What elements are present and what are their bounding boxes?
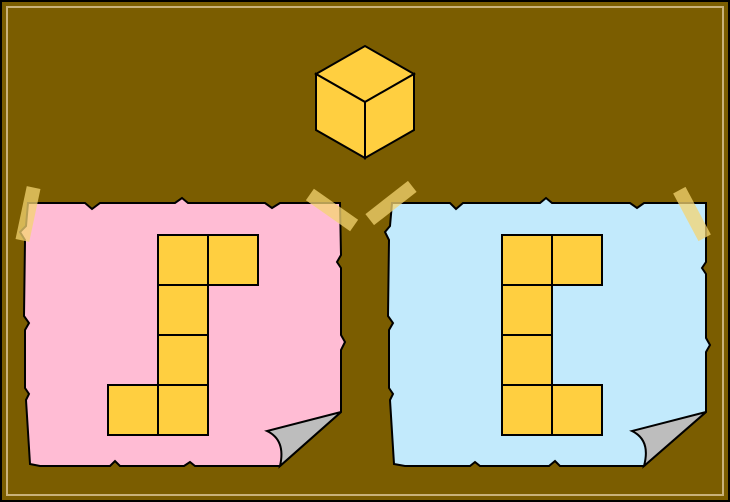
net-square: [501, 234, 553, 286]
net-square: [207, 234, 259, 286]
net-square: [551, 234, 603, 286]
tape-strip: [15, 186, 41, 242]
cube-icon: [313, 44, 417, 160]
net-square: [551, 384, 603, 436]
net-square: [157, 334, 209, 386]
net-square: [501, 284, 553, 336]
tape-strips: [15, 180, 711, 242]
net-cells-right: [501, 234, 603, 436]
net-cells-left: [107, 234, 259, 436]
net-square: [157, 284, 209, 336]
net-square: [157, 384, 209, 436]
board-frame: [6, 6, 724, 496]
net-square: [157, 234, 209, 286]
tape-strip: [673, 186, 711, 242]
net-square: [501, 384, 553, 436]
tape-strip: [305, 188, 359, 232]
net-square: [107, 384, 159, 436]
page-curl-left: [264, 411, 342, 469]
cube-right-face: [364, 72, 415, 160]
page-curl-right: [629, 411, 707, 469]
net-square: [501, 334, 553, 386]
net-option-left[interactable]: [18, 196, 347, 469]
tape-strip: [365, 180, 417, 226]
net-option-right[interactable]: [383, 196, 712, 469]
